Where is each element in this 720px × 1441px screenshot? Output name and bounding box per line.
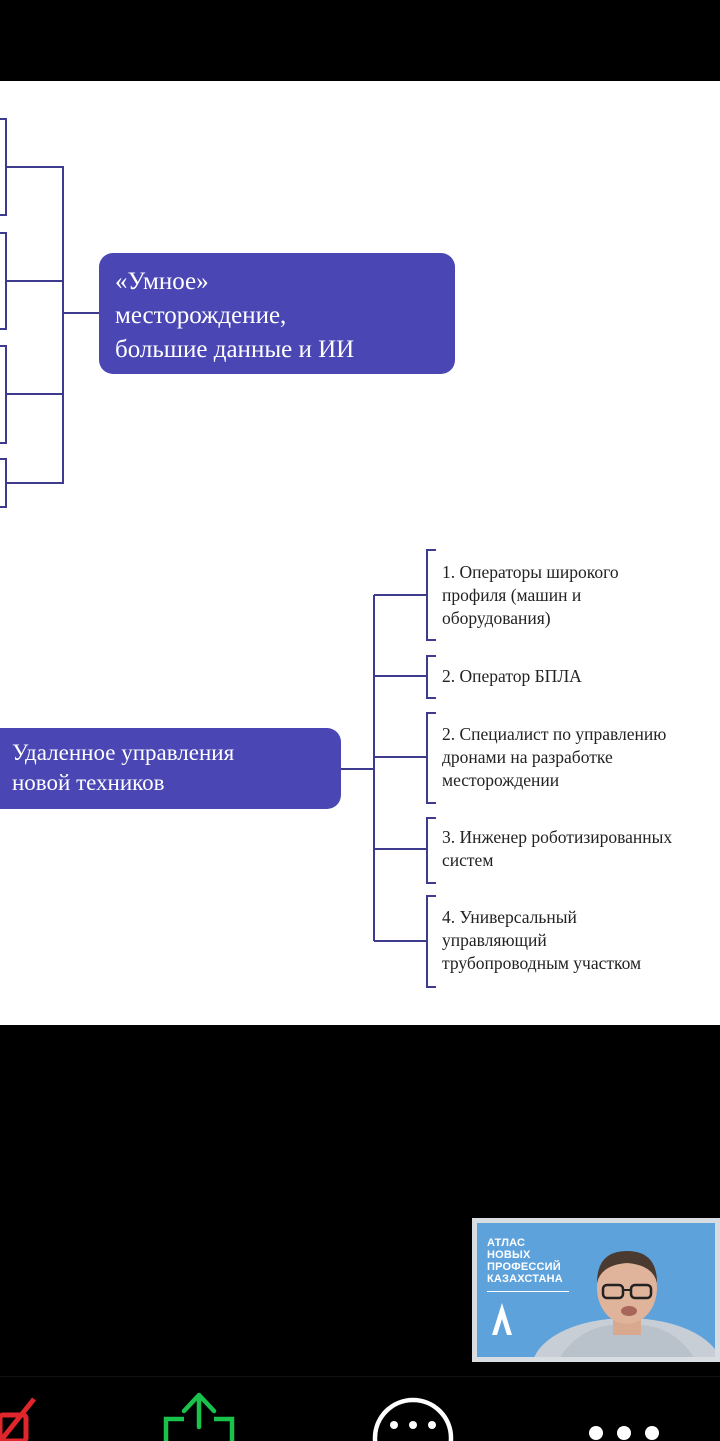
branch-item-5: 4. Универсальный управляющий трубопровод…	[442, 906, 720, 975]
branch-4-line-2: систем	[442, 850, 494, 870]
branch-5-line-2: управляющий	[442, 930, 547, 950]
branch-2-line-1: 2. Оператор БПЛА	[442, 666, 582, 686]
branch-5-line-1: 4. Универсальный	[442, 907, 577, 927]
atlas-logo-rule	[487, 1291, 569, 1292]
branch-item-3: 2. Специалист по управлению дронами на р…	[442, 723, 720, 792]
atlas-logo-line-1: АТЛАС	[487, 1237, 526, 1249]
shared-slide: «Умное» месторождение, большие данные и …	[0, 81, 720, 1025]
smart-node-line-1: «Умное»	[115, 268, 209, 295]
smart-field-node: «Умное» месторождение, большие данные и …	[99, 253, 455, 374]
mind-map-connectors	[0, 118, 436, 988]
branch-3-line-3: месторождении	[442, 770, 560, 790]
atlas-mark-icon	[492, 1303, 512, 1335]
more-icon[interactable]	[584, 1417, 664, 1441]
remote-node-line-1: Удаленное управления	[12, 740, 235, 765]
share-screen-icon[interactable]	[162, 1391, 236, 1441]
remote-node-line-2: новой техников	[12, 770, 165, 795]
stop-video-icon[interactable]	[0, 1395, 40, 1441]
branch-1-line-1: 1. Операторы широкого	[442, 562, 619, 582]
branch-1-line-2: профиля (машин и	[442, 585, 582, 605]
branch-1-line-3: оборудования)	[442, 608, 551, 628]
atlas-logo-line-4: КАЗАХСТАНА	[487, 1273, 563, 1285]
branch-item-2: 2. Оператор БПЛА	[442, 665, 720, 688]
smart-node-line-2: месторождение,	[115, 302, 287, 329]
branch-5-line-3: трубопроводным участком	[442, 953, 642, 973]
atlas-logo-line-2: НОВЫХ	[487, 1249, 531, 1261]
atlas-logo: АТЛАС НОВЫХ ПРОФЕССИЙ КАЗАХСТАНА	[487, 1237, 563, 1285]
remote-control-node: Удаленное управления новой техников	[0, 728, 341, 809]
branch-4-line-1: 3. Инженер роботизированных	[442, 827, 673, 847]
branch-3-line-1: 2. Специалист по управлению	[442, 724, 667, 744]
atlas-logo-line-3: ПРОФЕССИЙ	[487, 1261, 561, 1273]
meeting-toolbar	[0, 1376, 720, 1441]
smart-node-line-3: большие данные и ИИ	[115, 336, 355, 363]
reactions-icon[interactable]	[370, 1395, 456, 1441]
branch-item-4: 3. Инженер роботизированных систем	[442, 826, 720, 872]
branch-3-line-2: дронами на разработке	[442, 747, 613, 767]
branch-item-1: 1. Операторы широкого профиля (машин и о…	[442, 561, 720, 630]
speaker-person	[534, 1251, 715, 1357]
speaker-video-thumbnail[interactable]: АТЛАС НОВЫХ ПРОФЕССИЙ КАЗАХСТАНА	[472, 1218, 720, 1362]
